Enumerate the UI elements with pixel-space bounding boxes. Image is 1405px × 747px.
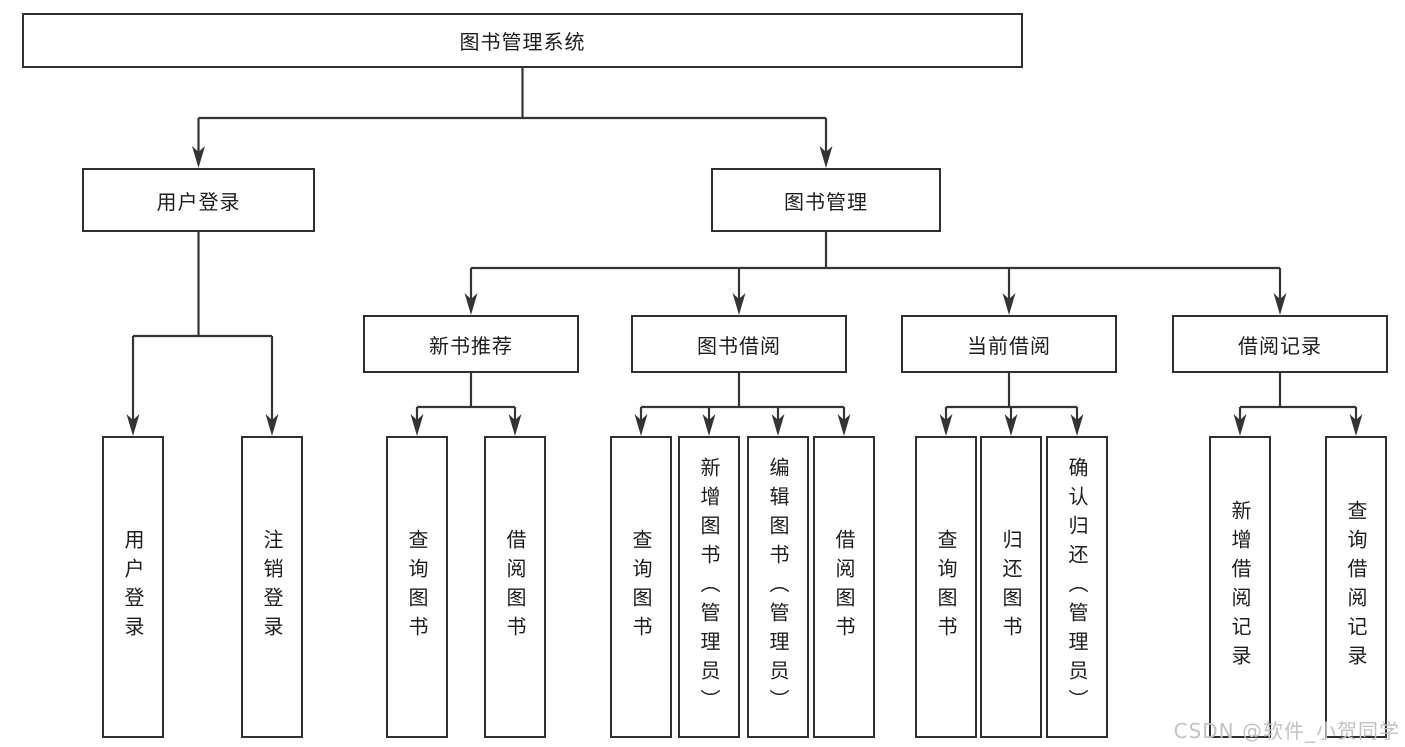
node-label: 新书推荐 [429,333,513,358]
node-label: 借阅图书 [832,529,856,645]
node-label: 查询图书 [934,529,958,645]
leaf-edit-book-admin: 编辑图书（管理员） [747,436,809,738]
csdn-watermark: CSDN @软件_小贺同学 [1173,719,1400,743]
node-label: 当前借阅 [967,333,1051,358]
node-new-book-recommendation: 新书推荐 [363,315,579,373]
node-label: 确认归还（管理员） [1065,456,1089,718]
node-user-login: 用户登录 [82,168,315,232]
node-label: 用户登录 [121,529,145,645]
node-library-management-system: 图书管理系统 [22,13,1023,68]
node-borrowing-records: 借阅记录 [1172,315,1388,373]
leaf-query-books-current: 查询图书 [915,436,977,738]
leaf-logout-login: 注销登录 [241,436,303,738]
node-label: 查询借阅记录 [1344,500,1368,674]
node-label: 查询图书 [405,529,429,645]
leaf-borrow-books-borrowing: 借阅图书 [813,436,875,738]
node-label: 借阅记录 [1238,333,1322,358]
node-label: 归还图书 [999,529,1023,645]
leaf-query-books-recommend: 查询图书 [386,436,448,738]
node-label: 新增借阅记录 [1228,500,1252,674]
node-label: 新增图书（管理员） [697,456,721,718]
leaf-query-borrow-record: 查询借阅记录 [1325,436,1387,738]
node-label: 编辑图书（管理员） [766,456,790,718]
leaf-user-login: 用户登录 [102,436,164,738]
node-book-management: 图书管理 [711,168,941,232]
node-label: 注销登录 [260,529,284,645]
leaf-add-book-admin: 新增图书（管理员） [678,436,740,738]
node-book-borrowing: 图书借阅 [631,315,847,373]
node-label: 借阅图书 [503,529,527,645]
node-label: 查询图书 [629,529,653,645]
leaf-add-borrow-record: 新增借阅记录 [1209,436,1271,738]
node-label: 图书管理 [784,189,868,214]
node-label: 图书管理系统 [459,30,586,54]
node-current-borrowing: 当前借阅 [901,315,1117,373]
node-label: 图书借阅 [697,333,781,358]
node-label: 用户登录 [156,189,241,214]
leaf-confirm-return-admin: 确认归还（管理员） [1046,436,1108,738]
leaf-return-books: 归还图书 [980,436,1042,738]
leaf-borrow-books-recommend: 借阅图书 [484,436,546,738]
leaf-query-books-borrowing: 查询图书 [610,436,672,738]
